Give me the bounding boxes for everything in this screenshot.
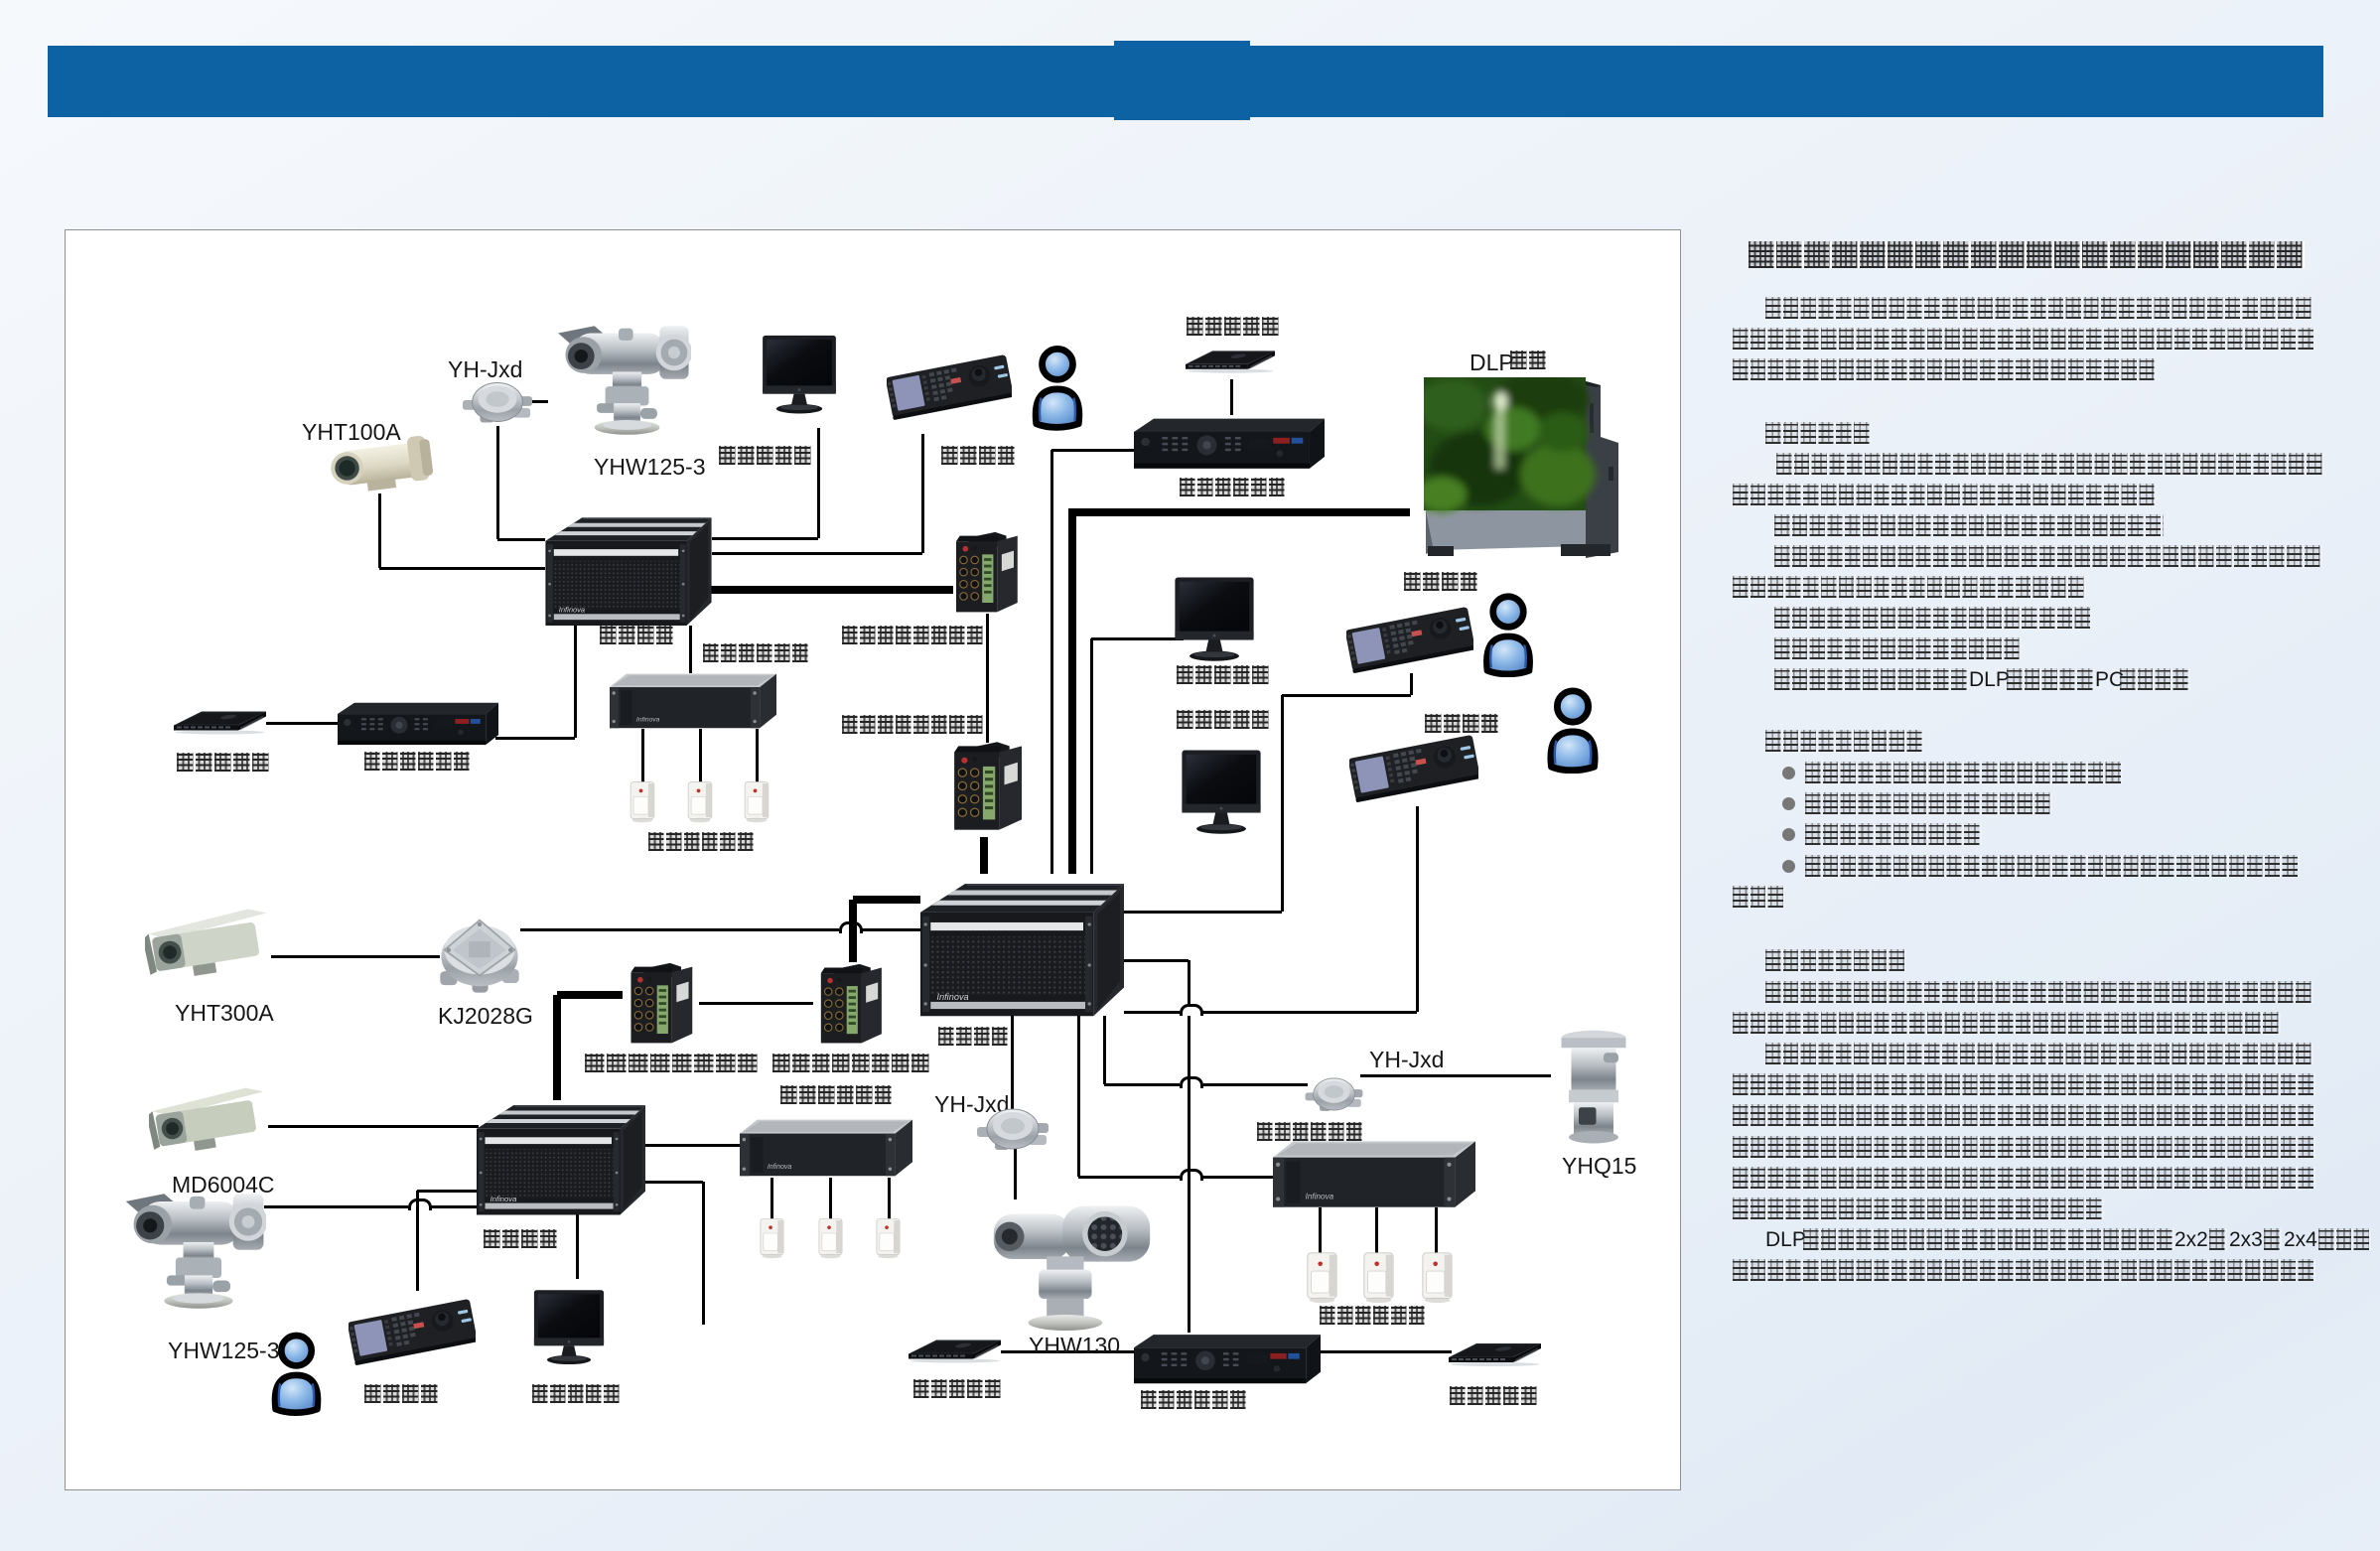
- svg-text:Infinova: Infinova: [490, 1195, 517, 1203]
- svg-text:Infinova: Infinova: [1306, 1193, 1334, 1201]
- svg-text:Infinova: Infinova: [768, 1164, 791, 1171]
- svg-text:Infinova: Infinova: [636, 717, 660, 724]
- svg-text:Infinova: Infinova: [936, 992, 968, 1002]
- svg-text:Infinova: Infinova: [559, 606, 585, 615]
